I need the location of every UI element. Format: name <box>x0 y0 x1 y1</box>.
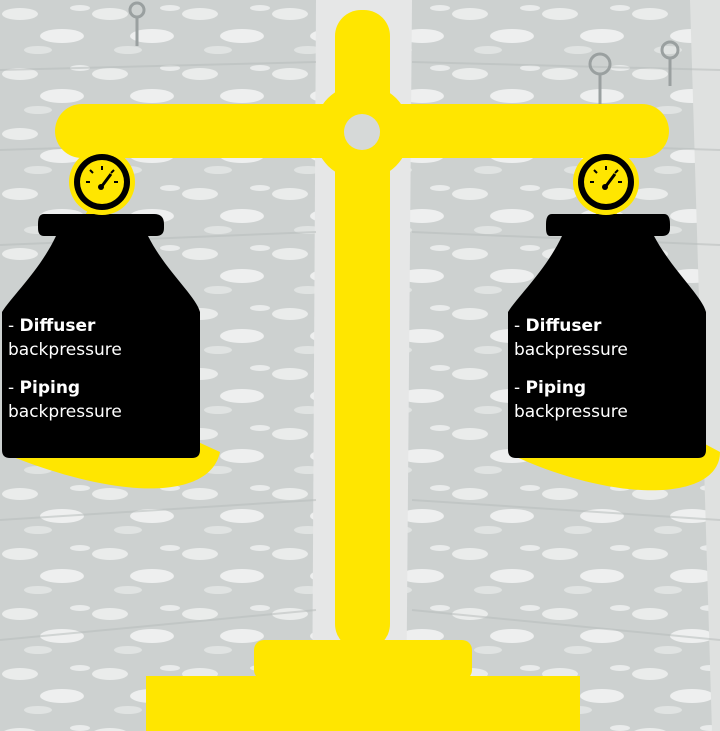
item-subtitle: backpressure <box>8 338 208 362</box>
item-subtitle: backpressure <box>514 338 714 362</box>
item-title: Piping <box>20 378 81 398</box>
item-title: Diffuser <box>20 316 96 336</box>
scale-base <box>146 676 580 731</box>
item-title: Piping <box>526 378 587 398</box>
right-weight-labels: - Diffuser backpressure - Piping backpre… <box>514 314 714 438</box>
item-title: Diffuser <box>526 316 602 336</box>
item-subtitle: backpressure <box>514 400 714 424</box>
dash: - <box>514 316 520 336</box>
dash: - <box>8 378 14 398</box>
dash: - <box>8 316 14 336</box>
pressure-gauge-icon <box>69 149 135 215</box>
scale-pivot-hole <box>344 114 380 150</box>
item-subtitle: backpressure <box>8 400 208 424</box>
dash: - <box>514 378 520 398</box>
right-item-piping: - Piping backpressure <box>514 376 714 424</box>
left-item-piping: - Piping backpressure <box>8 376 208 424</box>
right-item-diffuser: - Diffuser backpressure <box>514 314 714 362</box>
left-weight-labels: - Diffuser backpressure - Piping backpre… <box>8 314 208 438</box>
left-item-diffuser: - Diffuser backpressure <box>8 314 208 362</box>
pressure-gauge-icon <box>573 149 639 215</box>
